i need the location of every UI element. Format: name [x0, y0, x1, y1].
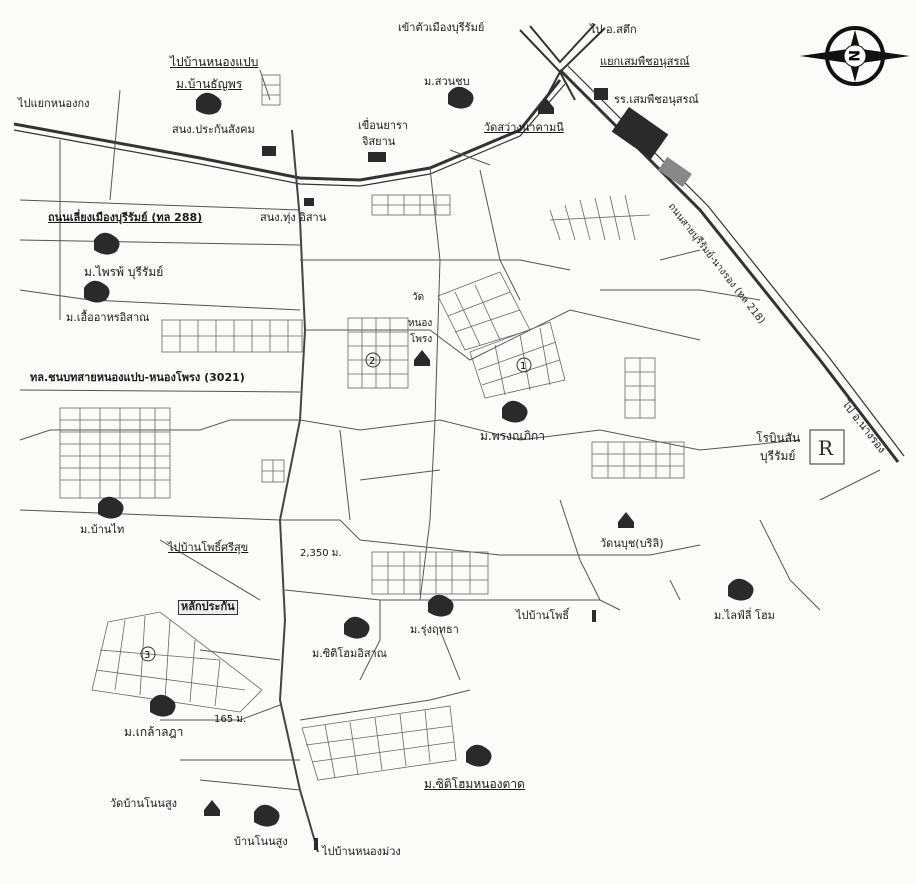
- label-dam: เขื่อนยารา: [358, 119, 409, 132]
- label-m-primpha: ม.ไพรพ้ บุรีรัมย์: [84, 265, 164, 279]
- label-temple-nongpong-2: หนอง: [408, 318, 433, 329]
- label-m-food-isan: ม.เอื้ออาหรอิสาณ: [66, 311, 150, 324]
- billboard-icon: [658, 156, 692, 188]
- label-distance-2350: 2,350 ม.: [300, 548, 342, 559]
- village-icons: R: [84, 86, 845, 850]
- compass-letter: N: [845, 50, 861, 62]
- temple-icon: [204, 800, 220, 816]
- zone-marker-2: 2: [369, 356, 375, 367]
- label-temple-nongpong: วัด: [412, 292, 425, 303]
- label-temple-nuibudhi: วัดนบุช(บริลิ): [600, 537, 664, 550]
- label-baan-thanyakorn: ม.บ้านธัญพร: [176, 77, 243, 91]
- label-office: สนง.ทุ่ง อิสาน: [260, 211, 327, 224]
- label-temple-sawang: วัดสว่างนาคามนี: [484, 121, 564, 134]
- label-temple-nongpong-3: โพรง: [410, 334, 433, 345]
- pin-icon: [314, 838, 318, 850]
- house-icon: [196, 92, 222, 115]
- house-icon: [448, 86, 474, 109]
- label-to-nongpaep: ไปบ้านหนองแปบ: [170, 55, 259, 69]
- house-icon: [728, 578, 754, 601]
- compass-rose-icon: [800, 26, 910, 86]
- label-m-rungrudi: ม.รุ่งฤทธา: [410, 623, 459, 636]
- label-samsung-insurance: สนง.ประกันสังคม: [172, 123, 255, 136]
- label-m-phrongnakha: ม.พรงณภิกา: [480, 429, 545, 443]
- house-icon: [84, 280, 110, 303]
- pin-icon: [592, 610, 596, 622]
- building-icon: [304, 198, 314, 206]
- label-temple-nonsung: วัดบ้านโนนสูง: [110, 797, 178, 810]
- label-to-satuek: ไป อ.สตึก: [590, 23, 637, 36]
- label-m-sitihome-nongtad: ม.ซิติโฮมหนองตาด: [424, 777, 525, 791]
- label-m-samnchoo: ม.สวนชบ: [424, 75, 470, 88]
- billboard-icon: [611, 106, 669, 160]
- label-school: รร.เสมพืชอนุสรณ์: [614, 93, 699, 106]
- temple-icon: [618, 512, 634, 528]
- building-icon: [262, 146, 276, 156]
- label-to-nongmuang: ไปบ้านหนองม่วง: [322, 845, 401, 858]
- road-label-3021: ทล.ชนบทสายหนองแปบ-หนองโพรง (3021): [30, 371, 245, 384]
- label-baan-nonsung: บ้านโนนสูง: [234, 835, 288, 848]
- label-robinson-2: บุรีรัมย์: [760, 449, 796, 463]
- house-icon: [94, 232, 120, 255]
- robinson-logo-icon: R: [809, 429, 845, 465]
- building-icon: [368, 152, 386, 162]
- city-roads: [519, 23, 606, 101]
- label-to-phothisri: ไปบ้านโพธิ์ศรีสุข: [168, 541, 249, 554]
- label-to-city: เข้าตัวเมืองบุรีรัมย์: [398, 21, 485, 34]
- house-icon: [466, 744, 492, 767]
- house-icon: [98, 496, 124, 519]
- house-icon: [344, 616, 370, 639]
- label-distance-165: 165 ม.: [214, 714, 247, 725]
- road-label-hwy288: ถนนเลี่ยงเมืองบุรีรัมย์ (ทล 288): [48, 211, 203, 224]
- label-m-siti-isan: ม.ซิติโฮมอิสาณ: [312, 647, 387, 660]
- zone-marker-1: 1: [520, 361, 526, 372]
- temple-icon: [414, 350, 430, 366]
- subdivision-grids: [59, 74, 685, 781]
- label-m-baanthai: ม.บ้านไท: [80, 523, 125, 536]
- label-landmark-box: หลักประกัน: [178, 600, 238, 615]
- label-to-nongkong: ไปแยกหนองกง: [18, 97, 90, 110]
- label-m-lifeteehome: ม.ไลฟ์ลี่ โฮม: [714, 609, 775, 622]
- temple-icon: [538, 98, 554, 114]
- house-icon: [150, 694, 176, 717]
- school-icon: [594, 88, 608, 100]
- highway-288: [13, 79, 566, 187]
- zone-marker-3: 3: [144, 650, 150, 661]
- house-icon: [502, 400, 528, 423]
- zone-markers: [140, 352, 532, 662]
- label-dam-sub: จิสยาน: [362, 135, 396, 148]
- house-icon: [254, 804, 280, 827]
- label-to-baanpho: ไปบ้านโพธิ์: [516, 609, 570, 622]
- label-intersection: แยกเสมพืชอนุสรณ์: [600, 55, 690, 68]
- label-robinson: โรบินสัน: [756, 431, 801, 445]
- svg-text:R: R: [818, 436, 834, 460]
- label-m-kaewlada: ม.เกล้าลฎา: [124, 725, 184, 739]
- house-icon: [428, 594, 454, 617]
- secondary-roads: [19, 69, 881, 791]
